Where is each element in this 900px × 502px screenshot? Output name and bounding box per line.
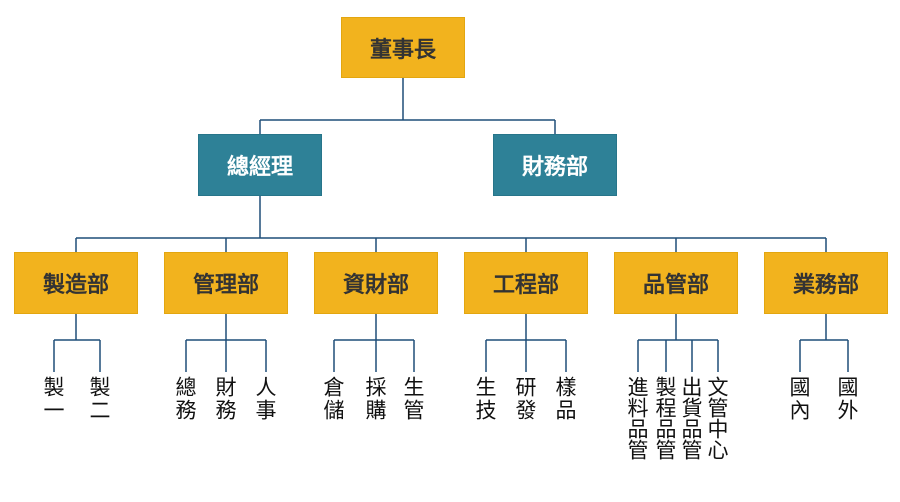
unit-warehouse: 倉儲 xyxy=(321,376,345,422)
unit-purchasing: 採購 xyxy=(363,376,387,422)
unit-domestic: 國內 xyxy=(787,376,811,422)
unit-incoming-qc: 進料品管 xyxy=(625,376,649,460)
unit-rnd: 研發 xyxy=(513,376,537,422)
node-dept-quality: 品管部 xyxy=(614,252,738,314)
node-chairman: 董事長 xyxy=(341,17,465,78)
node-dept-management: 管理部 xyxy=(164,252,288,314)
node-general-manager: 總經理 xyxy=(198,134,322,196)
node-dept-engineering: 工程部 xyxy=(464,252,588,314)
unit-mfg-2: 製二 xyxy=(87,376,111,422)
unit-finance: 財務 xyxy=(213,376,237,422)
node-dept-manufacturing: 製造部 xyxy=(14,252,138,314)
unit-overseas: 國外 xyxy=(835,376,859,422)
unit-general-affairs: 總務 xyxy=(173,376,197,422)
node-dept-sales: 業務部 xyxy=(764,252,888,314)
unit-samples: 樣品 xyxy=(553,376,577,422)
unit-production-control: 生管 xyxy=(401,376,425,422)
node-dept-materials: 資財部 xyxy=(314,252,438,314)
unit-mfg-1: 製一 xyxy=(41,376,65,422)
unit-process-qc: 製程品管 xyxy=(653,376,677,460)
unit-hr: 人事 xyxy=(253,376,277,422)
node-finance-dept: 財務部 xyxy=(493,134,617,196)
unit-production-tech: 生技 xyxy=(473,376,497,422)
unit-document-center: 文管中心 xyxy=(705,376,729,460)
unit-outgoing-qc: 出貨品管 xyxy=(679,376,703,460)
